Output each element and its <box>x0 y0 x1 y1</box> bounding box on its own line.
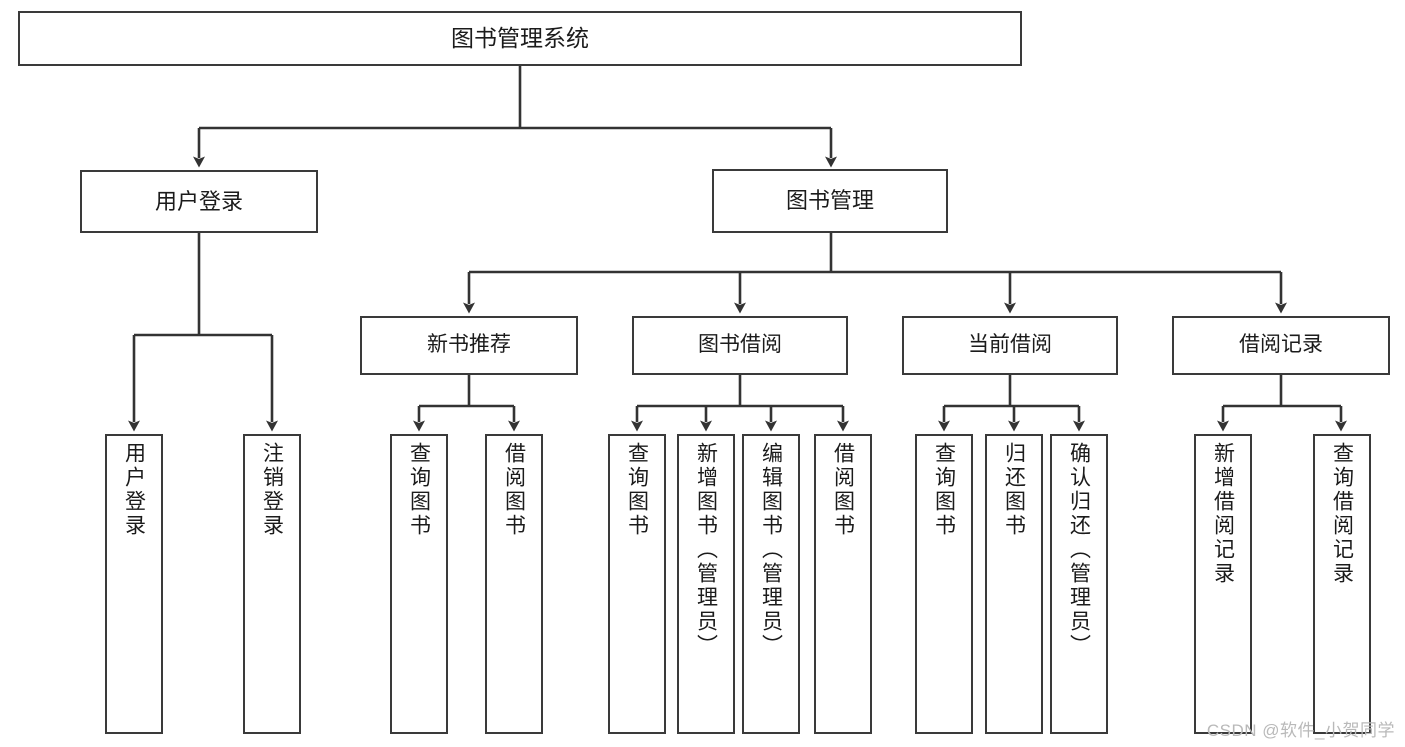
leaf-borrow-query-book[interactable]: 查询图书 <box>608 434 666 734</box>
node-label: 编辑图书（管理员） <box>759 442 783 658</box>
node-label: 借阅图书 <box>502 442 526 538</box>
node-label: 查询图书 <box>625 442 649 538</box>
node-label: 图书管理系统 <box>451 24 589 51</box>
leaf-record-query-record[interactable]: 查询借阅记录 <box>1313 434 1371 734</box>
node-root-system[interactable]: 图书管理系统 <box>18 11 1022 66</box>
node-label: 新增借阅记录 <box>1211 442 1235 586</box>
node-book-management[interactable]: 图书管理 <box>712 169 948 233</box>
leaf-borrow-borrow-book[interactable]: 借阅图书 <box>814 434 872 734</box>
node-label: 借阅图书 <box>831 442 855 538</box>
leaf-borrow-add-book-admin[interactable]: 新增图书（管理员） <box>677 434 735 734</box>
leaf-borrow-edit-book-admin[interactable]: 编辑图书（管理员） <box>742 434 800 734</box>
node-label: 图书管理 <box>785 188 874 214</box>
leaf-recommend-borrow-book[interactable]: 借阅图书 <box>485 434 543 734</box>
node-label: 查询借阅记录 <box>1330 442 1354 586</box>
leaf-user-login-logout[interactable]: 注销登录 <box>243 434 301 734</box>
node-label: 新增图书（管理员） <box>694 442 718 658</box>
node-label: 确认归还（管理员） <box>1067 442 1091 658</box>
node-label: 用户登录 <box>122 442 146 538</box>
leaf-recommend-query-book[interactable]: 查询图书 <box>390 434 448 734</box>
leaf-user-login-login[interactable]: 用户登录 <box>105 434 163 734</box>
node-borrow-record[interactable]: 借阅记录 <box>1172 316 1390 375</box>
csdn-watermark: CSDN @软件_小贺同学 <box>1206 721 1395 740</box>
node-label: 注销登录 <box>260 442 284 538</box>
leaf-current-confirm-return-admin[interactable]: 确认归还（管理员） <box>1050 434 1108 734</box>
node-label: 归还图书 <box>1002 442 1026 538</box>
node-label: 图书借阅 <box>698 333 782 357</box>
leaf-current-query-book[interactable]: 查询图书 <box>915 434 973 734</box>
node-label: 查询图书 <box>932 442 956 538</box>
node-label: 借阅记录 <box>1239 333 1323 357</box>
node-book-borrow[interactable]: 图书借阅 <box>632 316 848 375</box>
node-label: 查询图书 <box>407 442 431 538</box>
node-user-login[interactable]: 用户登录 <box>80 170 318 233</box>
node-current-borrow[interactable]: 当前借阅 <box>902 316 1118 375</box>
node-label: 新书推荐 <box>427 333 511 357</box>
leaf-record-add-record[interactable]: 新增借阅记录 <box>1194 434 1252 734</box>
leaf-current-return-book[interactable]: 归还图书 <box>985 434 1043 734</box>
node-label: 当前借阅 <box>968 333 1052 357</box>
node-new-book-recommend[interactable]: 新书推荐 <box>360 316 578 375</box>
node-label: 用户登录 <box>154 188 243 214</box>
